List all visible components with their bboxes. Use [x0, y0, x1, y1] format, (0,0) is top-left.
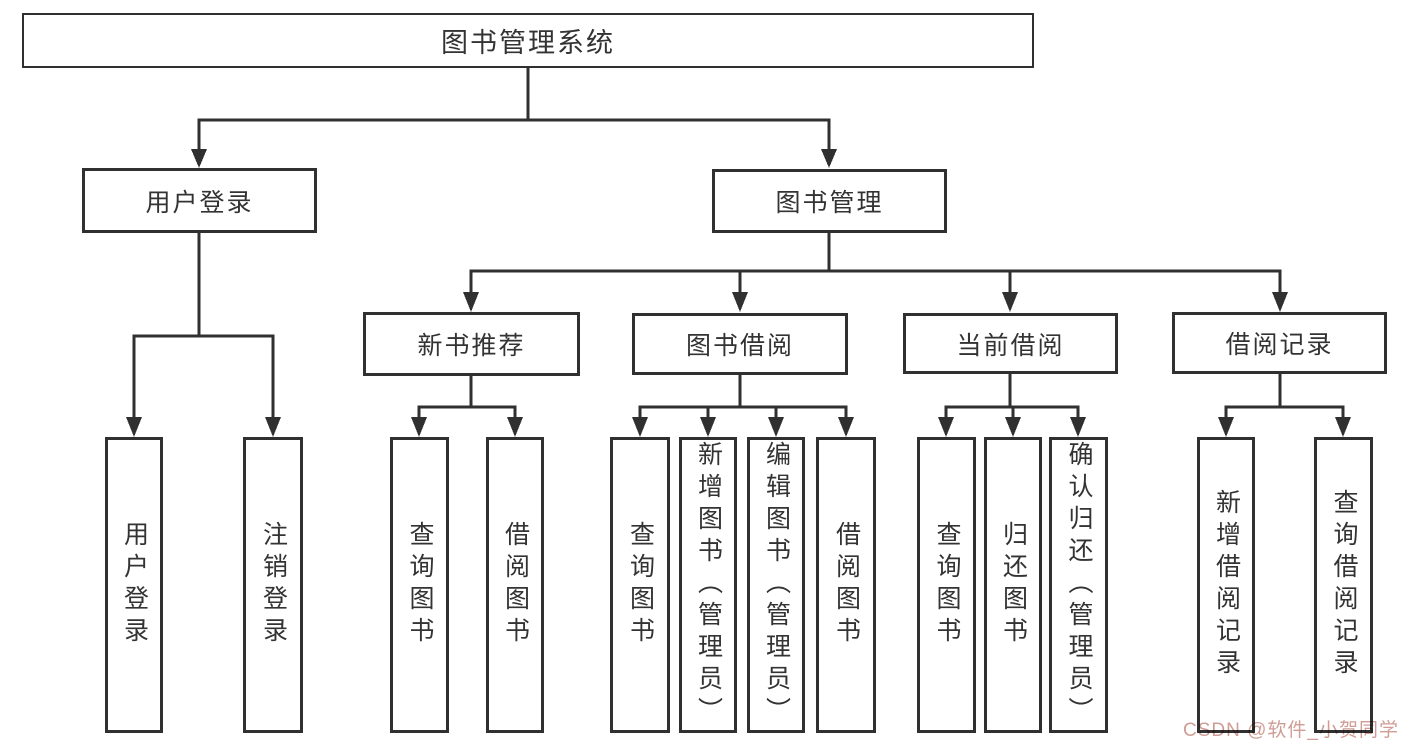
arrowhead-user-login	[191, 149, 207, 168]
leaf-label: 借阅图书	[832, 521, 861, 649]
leaf-confirm-return-admin: 确认归还（管理员）	[1049, 437, 1108, 733]
leaf-return-books: 归还图书	[984, 437, 1042, 733]
arrowhead-br-leaf2	[1335, 417, 1351, 437]
leaf-label: 确认归还（管理员）	[1065, 441, 1093, 729]
node-book-borrowing: 图书借阅	[632, 313, 848, 375]
node-label: 借阅记录	[1225, 331, 1334, 359]
node-label: 新书推荐	[417, 332, 526, 360]
arrowhead-bb-leaf1	[632, 417, 648, 437]
leaf-query-books-current: 查询图书	[917, 437, 976, 733]
leaf-label: 用户登录	[120, 521, 149, 649]
node-book-management: 图书管理	[712, 169, 947, 233]
arrowhead-br-leaf1	[1218, 417, 1234, 437]
node-current-borrowing: 当前借阅	[903, 313, 1118, 374]
leaf-borrow-books-recommendation: 借阅图书	[486, 437, 544, 733]
leaf-label: 查询图书	[626, 521, 655, 649]
leaf-label: 查询图书	[933, 521, 961, 649]
arrowhead-leaf-login	[126, 417, 142, 437]
arrowhead-current	[1002, 292, 1018, 312]
leaf-query-books-recommendation: 查询图书	[390, 437, 449, 733]
leaf-label: 归还图书	[999, 521, 1028, 649]
arrowhead-bb-leaf3	[768, 417, 784, 437]
node-label: 图书借阅	[685, 332, 794, 360]
arrowhead-cb-leaf2	[1005, 417, 1021, 437]
leaf-label: 借阅图书	[501, 521, 530, 649]
arrowhead-cb-leaf3	[1070, 417, 1086, 437]
leaf-query-books-borrowing: 查询图书	[610, 437, 670, 733]
arrowhead-leaf-logout	[265, 417, 281, 437]
leaf-query-borrow-record: 查询借阅记录	[1314, 437, 1373, 733]
leaf-label: 注销登录	[259, 521, 288, 649]
node-library-management-system: 图书管理系统	[22, 13, 1034, 68]
arrowhead-nb-leaf2	[507, 417, 523, 437]
node-new-book-recommendation: 新书推荐	[363, 312, 580, 376]
leaf-label: 新增借阅记录	[1212, 489, 1241, 681]
node-label: 当前借阅	[956, 331, 1065, 360]
node-user-login: 用户登录	[82, 168, 317, 233]
leaf-add-borrow-record: 新增借阅记录	[1197, 437, 1255, 733]
leaf-user-login: 用户登录	[105, 437, 163, 733]
node-label: 用户登录	[145, 188, 254, 217]
leaf-label: 编辑图书（管理员）	[762, 441, 791, 729]
leaf-logout-login: 注销登录	[243, 437, 303, 733]
arrowhead-nb-leaf1	[411, 417, 427, 437]
arrowhead-bb-leaf4	[838, 417, 854, 437]
leaf-label: 新增图书（管理员）	[694, 441, 723, 729]
leaf-edit-books-admin: 编辑图书（管理员）	[747, 437, 805, 733]
leaf-label: 查询借阅记录	[1330, 489, 1358, 681]
arrowhead-book-mgmt	[821, 149, 837, 168]
leaf-label: 查询图书	[406, 521, 434, 649]
node-label: 图书管理系统	[441, 28, 615, 58]
arrowhead-bb-leaf2	[700, 417, 716, 437]
node-borrowing-records: 借阅记录	[1172, 312, 1387, 374]
leaf-borrow-books-borrowing: 借阅图书	[816, 437, 876, 733]
csdn-watermark: CSDN @软件_小贺同学	[1183, 720, 1399, 741]
arrowhead-cb-leaf1	[938, 417, 954, 437]
node-label: 图书管理	[775, 189, 884, 217]
arrowhead-records	[1272, 292, 1288, 312]
leaf-add-books-admin: 新增图书（管理员）	[679, 437, 737, 733]
arrowhead-new-book	[463, 292, 479, 312]
arrowhead-borrowing	[732, 292, 748, 312]
